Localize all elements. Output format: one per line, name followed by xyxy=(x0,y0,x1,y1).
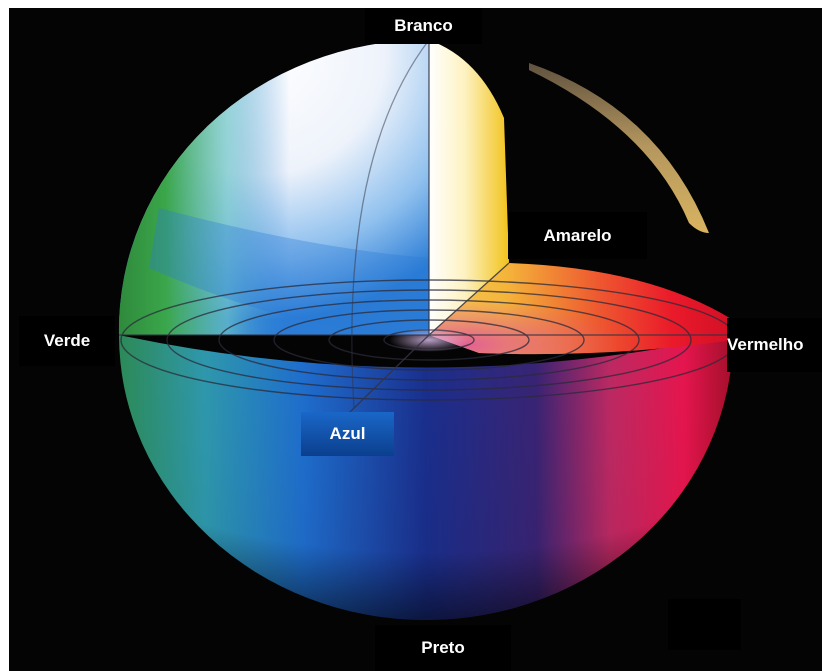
label-black: Preto xyxy=(375,625,511,671)
label-yellow: Amarelo xyxy=(508,212,647,259)
label-white: Branco xyxy=(365,8,482,44)
label-green: Verde xyxy=(19,316,115,366)
label-blue: Azul xyxy=(301,412,394,456)
empty-label-box xyxy=(668,599,741,650)
color-sphere-figure: Branco Amarelo Verde Vermelho Azul Preto xyxy=(9,8,822,671)
color-sphere xyxy=(118,39,738,620)
label-red: Vermelho xyxy=(727,318,822,372)
